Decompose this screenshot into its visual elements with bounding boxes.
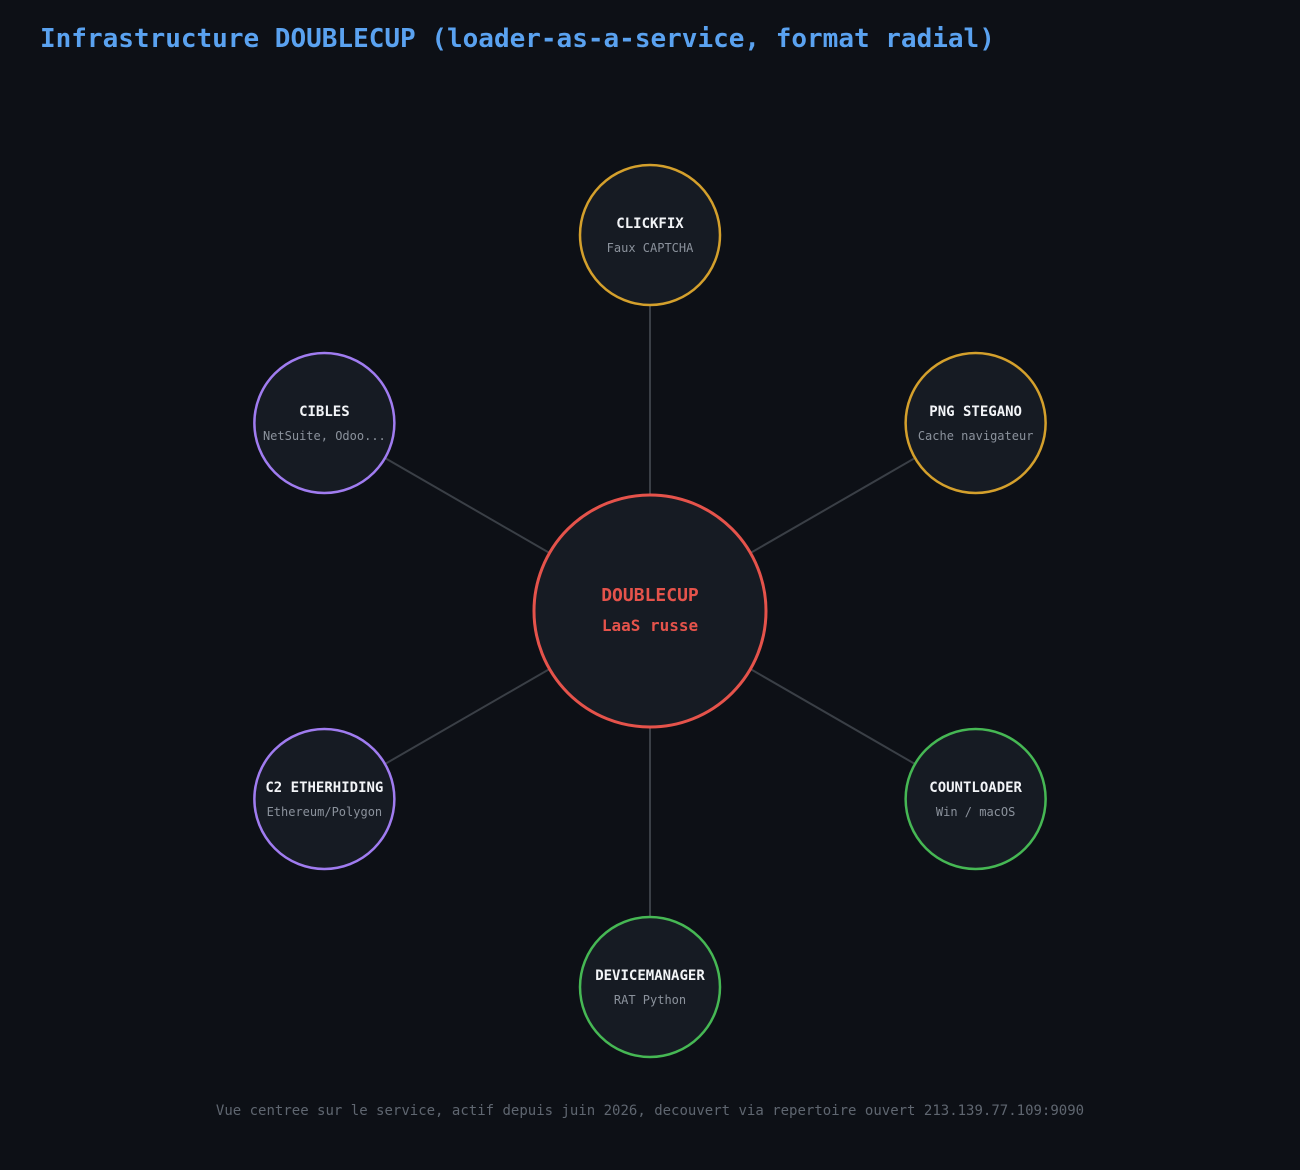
node-c2-etherhiding-subtitle: Ethereum/Polygon — [267, 805, 383, 819]
node-devicemanager-subtitle: RAT Python — [614, 993, 686, 1007]
node-cibles-title: CIBLES — [299, 404, 350, 420]
node-devicemanager-circle — [578, 915, 722, 1059]
node-countloader[interactable]: COUNTLOADER Win / macOS — [904, 727, 1047, 871]
node-c2-etherhiding-title: C2 ETHERHIDING — [265, 780, 383, 796]
node-png-stegano-title: PNG STEGANO — [929, 404, 1022, 420]
edge-cibles — [384, 457, 551, 554]
center-node[interactable]: DOUBLECUP LaaS russe — [532, 493, 768, 729]
edge-png-stegano — [749, 457, 916, 554]
node-clickfix-circle — [578, 163, 722, 307]
node-png-stegano[interactable]: PNG STEGANO Cache navigateur — [904, 351, 1047, 495]
node-clickfix-subtitle: Faux CAPTCHA — [607, 241, 694, 255]
node-clickfix-title: CLICKFIX — [616, 216, 684, 232]
edge-countloader — [749, 668, 916, 765]
node-c2-etherhiding-circle — [253, 727, 396, 871]
node-countloader-circle — [904, 727, 1047, 871]
edge-c2-etherhiding — [384, 668, 551, 765]
node-cibles[interactable]: CIBLES NetSuite, Odoo... — [253, 351, 396, 495]
edges-layer — [384, 305, 916, 917]
nodes-layer: CLICKFIX Faux CAPTCHA PNG STEGANO Cache nav… — [253, 163, 1047, 1059]
node-png-stegano-subtitle: Cache navigateur — [918, 429, 1034, 443]
node-clickfix[interactable]: CLICKFIX Faux CAPTCHA — [578, 163, 722, 307]
center-node-subtitle: LaaS russe — [602, 616, 698, 635]
node-devicemanager-title: DEVICEMANAGER — [595, 968, 705, 984]
page-title: Infrastructure DOUBLECUP (loader-as-a-se… — [40, 24, 995, 54]
center-node-circle — [532, 493, 768, 729]
node-c2-etherhiding[interactable]: C2 ETHERHIDING Ethereum/Polygon — [253, 727, 396, 871]
node-countloader-title: COUNTLOADER — [929, 780, 1022, 796]
node-countloader-subtitle: Win / macOS — [936, 805, 1015, 819]
footer-note: Vue centree sur le service, actif depuis… — [215, 1103, 1085, 1119]
node-png-stegano-circle — [904, 351, 1047, 495]
node-devicemanager[interactable]: DEVICEMANAGER RAT Python — [578, 915, 722, 1059]
node-cibles-circle — [253, 351, 396, 495]
center-node-title: DOUBLECUP — [601, 585, 699, 606]
node-cibles-subtitle: NetSuite, Odoo... — [263, 429, 386, 443]
